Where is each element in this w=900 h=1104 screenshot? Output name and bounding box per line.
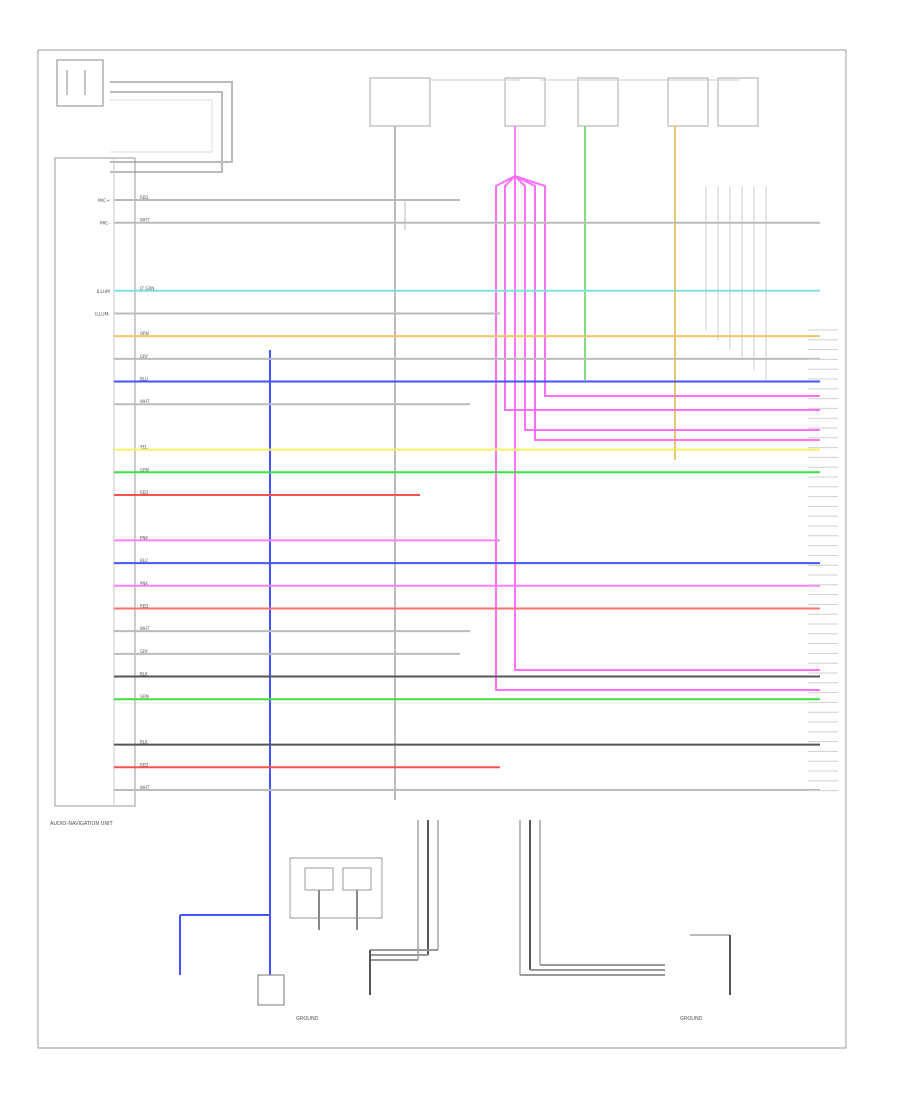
- top-components: [369, 77, 759, 127]
- wire-color-label: GRY: [140, 649, 149, 654]
- wire-color-label: PNK: [140, 581, 148, 586]
- pin-labels: MIC+ RED MIC- WHT ILLUM LT GRN ILLUM- ORN GRY BLU…: [95, 195, 154, 790]
- diagram-border: [37, 49, 847, 1049]
- pin-label: ILLUM-: [95, 311, 110, 317]
- wire-color-label: BLK: [140, 672, 148, 677]
- vertical-wires: [179, 126, 676, 975]
- right-pins: [808, 329, 838, 792]
- bottom-components: [257, 820, 731, 1006]
- wire-color-label: GRN: [140, 694, 149, 699]
- connector-label-1: GROUND: [680, 1016, 703, 1022]
- wire-color-label: PNK: [140, 535, 148, 540]
- wire-color-label: RED: [140, 195, 148, 200]
- wire-color-label: LT GRN: [140, 286, 154, 291]
- microphone-component: [56, 59, 233, 173]
- right-ladder: [705, 186, 767, 380]
- pin-label: MIC-: [100, 221, 110, 227]
- wire-color-label: BLU: [140, 377, 148, 382]
- wire-color-label: YEL: [139, 445, 148, 450]
- audio-unit-label: AUDIO-NAVIGATION UNIT: [50, 821, 114, 827]
- pin-label: ILLUM: [97, 289, 110, 295]
- wire-color-label: GRN: [140, 467, 149, 472]
- wire-color-label: BLU: [140, 558, 148, 563]
- pink-fan: [495, 175, 820, 691]
- wire-color-label: WHT: [140, 218, 150, 223]
- audio-unit-box: [54, 157, 136, 807]
- pin-label: MIC+: [98, 198, 110, 204]
- wire-color-label: GRY: [140, 354, 149, 359]
- wire-color-label: RED: [140, 762, 148, 767]
- wire-color-label: BLK: [140, 740, 148, 745]
- wire-color-label: WHT: [140, 399, 150, 404]
- wire-color-label: ORN: [140, 331, 149, 336]
- wire-color-label: RED: [140, 490, 148, 495]
- wire-color-label: RED: [140, 603, 148, 608]
- wire-color-label: WHT: [140, 626, 150, 631]
- connector-label-0: GROUND: [296, 1016, 319, 1022]
- wire-color-label: WHT: [140, 785, 150, 790]
- horizontal-wires: [114, 199, 820, 791]
